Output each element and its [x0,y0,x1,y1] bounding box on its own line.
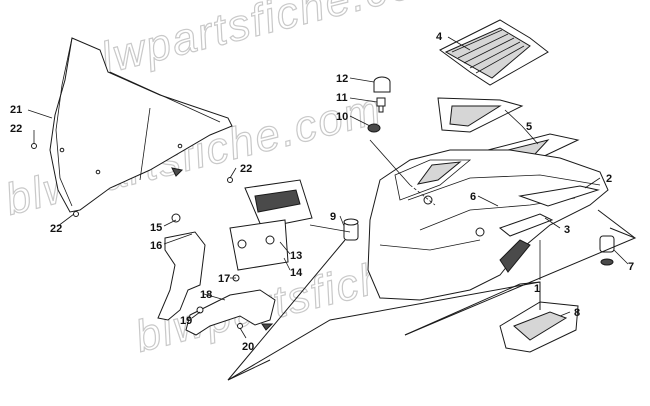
callout-12[interactable]: 12 [336,73,348,85]
callout-6[interactable]: 6 [470,191,476,203]
grommet-part-10[interactable] [367,123,381,133]
side-trim-part-3[interactable] [498,213,554,237]
callout-11[interactable]: 11 [336,92,348,104]
screw-22-bottom[interactable] [73,211,79,217]
callout-4[interactable]: 4 [436,31,443,43]
callout-20[interactable]: 20 [242,341,254,353]
hood-part-1[interactable] [367,149,609,301]
pad-part-8[interactable] [499,301,579,353]
callout-19[interactable]: 19 [180,315,192,327]
callout-22-right[interactable]: 22 [240,163,252,175]
callout-22-top[interactable]: 22 [10,123,22,135]
watermark-text-1: blwpartsfiche.com [71,0,458,90]
callout-15[interactable]: 15 [150,222,162,234]
callout-8[interactable]: 8 [574,307,580,319]
callout-3[interactable]: 3 [564,224,570,236]
gauge-housing-part-13[interactable] [244,179,313,229]
assembly-frame [227,209,637,381]
callout-1[interactable]: 1 [534,283,540,295]
direction-arrow-icon [171,167,184,177]
callout-7[interactable]: 7 [628,261,634,273]
bracket-part-18[interactable] [185,289,276,336]
callout-16[interactable]: 16 [150,240,162,252]
callout-13[interactable]: 13 [290,250,302,262]
bolt-part-15[interactable] [171,213,181,223]
callout-14[interactable]: 14 [290,267,303,279]
direction-arrow-icon-2 [261,323,274,331]
windshield-part-21[interactable] [49,37,233,213]
washer-part-20[interactable] [237,323,243,329]
screw-part-19[interactable] [196,306,204,314]
callout-21[interactable]: 21 [10,104,22,116]
callout-18[interactable]: 18 [200,289,212,301]
cap-part-7[interactable] [599,235,615,266]
side-trim-part-2[interactable] [518,185,600,207]
knob-part-12[interactable] [373,76,391,93]
screw-22-right[interactable] [227,177,233,183]
callout-22-bottom[interactable]: 22 [50,223,62,235]
callout-2[interactable]: 2 [606,173,612,185]
callout-10[interactable]: 10 [336,111,348,123]
screw-22-top[interactable] [31,143,37,149]
bracket-part-16[interactable] [157,231,206,321]
callout-9[interactable]: 9 [330,211,336,223]
mesh-grille-part-4[interactable] [439,19,549,86]
bracket-part-14[interactable] [229,219,289,271]
leader-lines [27,36,629,339]
connector-part-9[interactable] [343,218,359,241]
callout-labels: 21 22 22 22 4 5 2 6 3 12 11 10 9 7 8 1 1… [10,31,634,353]
callout-5[interactable]: 5 [526,121,532,133]
callout-17[interactable]: 17 [218,273,230,285]
